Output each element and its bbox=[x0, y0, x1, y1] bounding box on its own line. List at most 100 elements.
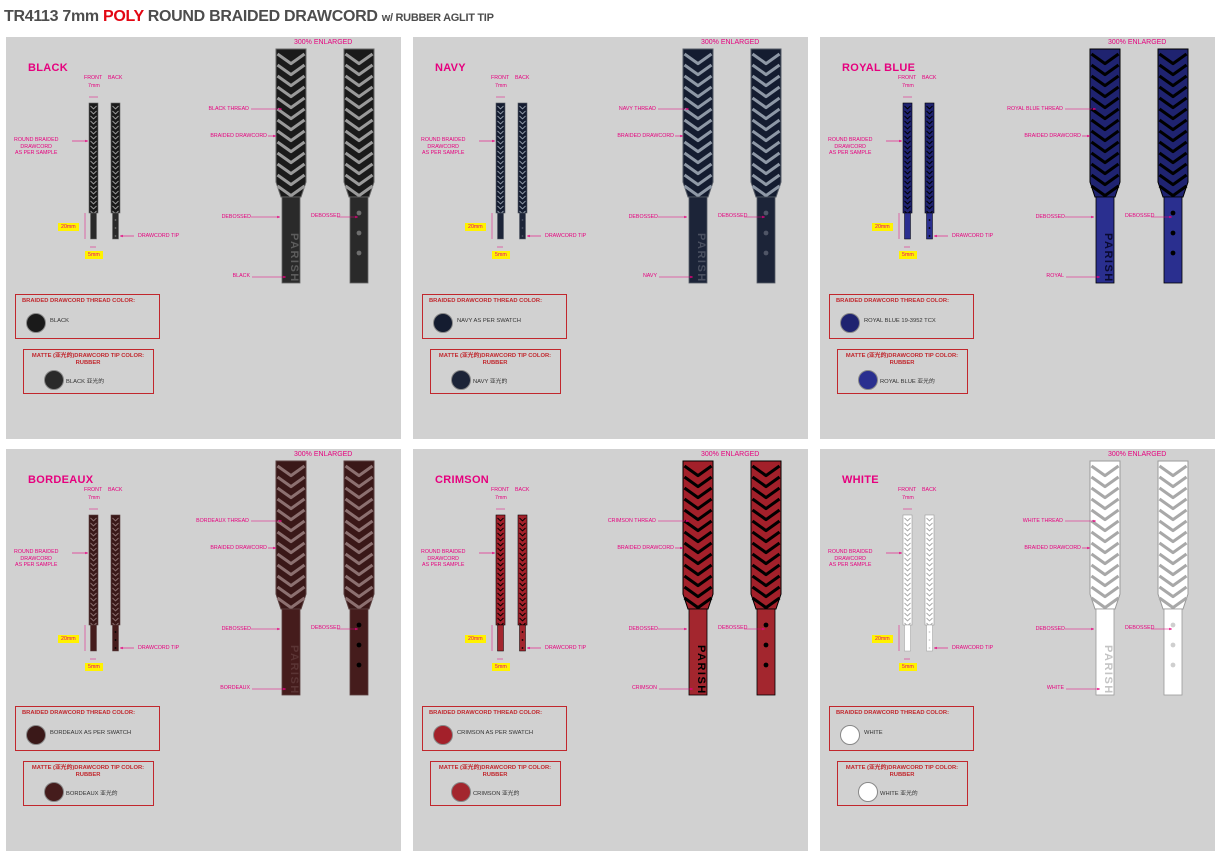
tip-dot bbox=[521, 235, 524, 237]
callout-arrow bbox=[934, 234, 937, 238]
callout-arrow bbox=[492, 139, 495, 143]
cord-body bbox=[343, 48, 375, 198]
cord-body bbox=[682, 460, 714, 610]
tip-color-callout: WHITE bbox=[1046, 685, 1064, 691]
callout-arrow bbox=[527, 646, 530, 650]
callout-arrow bbox=[120, 234, 123, 238]
tip-color-callout: BLACK bbox=[232, 273, 250, 279]
cord-body bbox=[924, 102, 935, 214]
cord-tip bbox=[904, 212, 911, 240]
back-label: BACK bbox=[515, 75, 530, 81]
cord-body bbox=[275, 460, 307, 610]
back-label: BACK bbox=[108, 75, 123, 81]
width-label: 7mm bbox=[902, 83, 914, 89]
cord-tip bbox=[90, 212, 97, 240]
enlarged-cord-back bbox=[343, 48, 375, 284]
dim-20mm-label: 20mm bbox=[58, 635, 79, 643]
tip-color-swatch bbox=[858, 782, 878, 802]
callout-arrow bbox=[690, 275, 693, 279]
tip-color-value: BORDEAUX 亚光的 bbox=[66, 791, 118, 797]
thread-color-swatch bbox=[433, 313, 453, 333]
cord-body bbox=[1157, 48, 1189, 198]
callout-arrow bbox=[690, 687, 693, 691]
braid-pattern bbox=[1090, 52, 1120, 198]
cord-tip bbox=[1095, 608, 1115, 696]
enlarged-caption: 300% ENLARGED bbox=[1108, 39, 1167, 46]
variant-name: CRIMSON bbox=[435, 474, 490, 486]
tip-dot bbox=[521, 639, 524, 641]
tip-dot bbox=[1170, 210, 1176, 216]
cord-tip bbox=[90, 624, 97, 652]
small-cord-back bbox=[517, 102, 528, 240]
callout-arrow bbox=[684, 627, 687, 631]
tip-dot bbox=[114, 647, 117, 649]
front-label: FRONT bbox=[898, 487, 917, 493]
braid-pattern bbox=[1158, 464, 1188, 610]
front-label: FRONT bbox=[84, 487, 103, 493]
tip-dot bbox=[928, 227, 931, 229]
thread-color-box: BRAIDED DRAWCORD THREAD COLOR:BORDEAUX A… bbox=[15, 706, 160, 751]
tip-dot bbox=[928, 639, 931, 641]
thread-callout-label: ROYAL BLUE THREAD bbox=[1007, 106, 1063, 112]
cord-tip bbox=[904, 624, 911, 652]
tip-color-callout: ROYAL bbox=[1046, 273, 1064, 279]
cord-body bbox=[88, 102, 99, 214]
braid-pattern bbox=[497, 105, 504, 215]
brand-deboss: PARISH bbox=[288, 233, 300, 283]
thread-color-title: BRAIDED DRAWCORD THREAD COLOR: bbox=[22, 710, 136, 716]
tip-color-box: MATTE (亚光的)DRAWCORD TIP COLOR:RUBBER BORD… bbox=[23, 761, 154, 806]
callout-arrow bbox=[934, 646, 937, 650]
cord-tip bbox=[519, 624, 526, 652]
callout-arrow bbox=[1097, 687, 1100, 691]
cord-tip bbox=[281, 196, 301, 284]
tip-color-swatch bbox=[44, 782, 64, 802]
braid-pattern bbox=[519, 105, 526, 215]
callout-arrow bbox=[1169, 627, 1172, 631]
tip-dot bbox=[356, 642, 362, 648]
tip-dot bbox=[1170, 622, 1176, 628]
callout-arrow bbox=[1091, 627, 1094, 631]
cord-tip bbox=[926, 212, 933, 240]
debossed-label-back: DEBOSSED bbox=[311, 625, 341, 631]
small-cord-front bbox=[88, 102, 99, 240]
cord-tip bbox=[926, 624, 933, 652]
enlarged-cord-front bbox=[275, 460, 307, 696]
drawcord-tip-label: DRAWCORD TIP bbox=[545, 233, 587, 239]
dim-5mm-label: 5mm bbox=[492, 663, 510, 671]
callout-arrow bbox=[279, 519, 282, 523]
tip-dot bbox=[356, 230, 362, 236]
enlarged-cord-back bbox=[750, 460, 782, 696]
tip-dot bbox=[763, 230, 769, 236]
cord-body bbox=[517, 514, 528, 626]
braid-pattern bbox=[904, 517, 911, 627]
cord-tip bbox=[112, 212, 119, 240]
thread-color-title: BRAIDED DRAWCORD THREAD COLOR: bbox=[429, 298, 543, 304]
dim-5mm-label: 5mm bbox=[899, 251, 917, 259]
callout-arrow bbox=[1091, 215, 1094, 219]
tip-color-swatch bbox=[451, 370, 471, 390]
tip-dot bbox=[521, 219, 524, 221]
enlarged-cord-front bbox=[1089, 48, 1121, 284]
braided-drawcord-label: BRAIDED DRAWCORD bbox=[617, 545, 674, 551]
thread-color-value: BLACK bbox=[50, 318, 70, 324]
braid-pattern bbox=[497, 517, 504, 627]
brand-deboss: PARISH bbox=[288, 645, 300, 695]
thread-callout-label: NAVY THREAD bbox=[618, 106, 656, 112]
cord-body bbox=[902, 102, 913, 214]
callout-arrow bbox=[1097, 275, 1100, 279]
tip-color-title: MATTE (亚光的)DRAWCORD TIP COLOR:RUBBER bbox=[31, 765, 145, 779]
small-cord-back bbox=[517, 514, 528, 652]
thread-callout-label: CRIMSON THREAD bbox=[607, 518, 656, 524]
callout-arrow bbox=[899, 551, 902, 555]
debossed-label-back: DEBOSSED bbox=[1125, 625, 1155, 631]
small-cord-back bbox=[110, 514, 121, 652]
braid-pattern bbox=[751, 52, 781, 198]
callout-arrow bbox=[85, 139, 88, 143]
